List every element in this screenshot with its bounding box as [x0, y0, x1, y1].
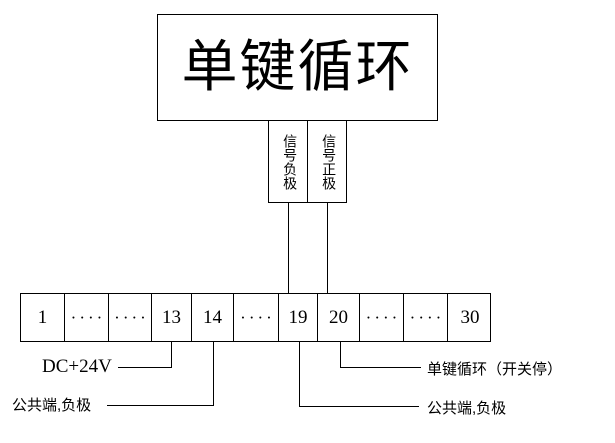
leader-terminal-19-horizontal	[299, 406, 419, 407]
terminal-cell[interactable]: 30	[460, 306, 480, 328]
terminal-cell[interactable]: 1	[21, 294, 65, 341]
terminal-cell[interactable]: 19	[279, 294, 318, 341]
terminal-cell: ····	[404, 294, 448, 341]
page-title: 单键循环	[181, 36, 414, 99]
wire-signal-positive-to-terminal-20	[327, 203, 328, 293]
terminal-cell[interactable]: 14	[192, 294, 234, 341]
signal-positive-label: 信号正极	[320, 133, 336, 190]
leader-terminal-13-horizontal	[118, 367, 172, 368]
leader-terminal-14-horizontal	[107, 405, 214, 406]
terminal-cell: ····	[65, 294, 109, 341]
annotation-power-positive: DC+24V	[42, 356, 112, 377]
signal-positive-box: 信号正极	[307, 120, 347, 203]
signal-negative-label: 信号负极	[281, 133, 297, 190]
terminal-cell: ····	[360, 294, 404, 341]
device-title-box: 单键循环	[157, 14, 438, 121]
leader-terminal-19-vertical	[299, 342, 300, 407]
annotation-common-negative-left: 公共端,负极	[12, 397, 92, 414]
terminal-strip: 1 ···· ···· 13 14 ···· 19 20 ···· ···· 3…	[20, 293, 491, 342]
leader-terminal-14-vertical	[213, 342, 214, 406]
terminal-cell: ····	[109, 294, 152, 341]
terminal-cell: ····	[234, 294, 279, 341]
annotation-common-negative-right: 公共端,负极	[427, 400, 507, 417]
signal-negative-box: 信号负极	[268, 120, 308, 203]
terminal-cell[interactable]: 20	[318, 294, 360, 341]
terminal-cell[interactable]: 13	[152, 294, 192, 341]
wire-signal-negative-to-terminal-19	[288, 203, 289, 293]
leader-terminal-20-horizontal	[340, 367, 421, 368]
leader-terminal-13-vertical	[171, 342, 172, 368]
leader-terminal-20-vertical	[340, 342, 341, 368]
annotation-function-right: 单键循环（开关停）	[427, 361, 563, 378]
